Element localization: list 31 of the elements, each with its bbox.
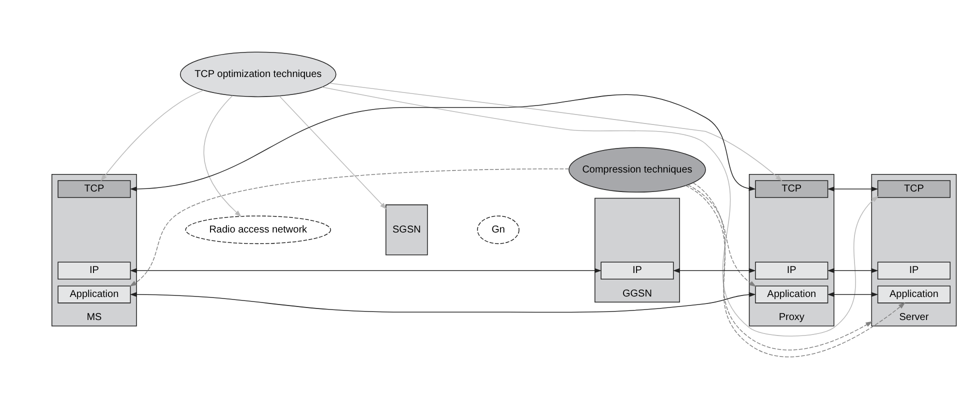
arrow bbox=[827, 268, 878, 274]
node-ellipse: Gn bbox=[477, 216, 520, 244]
node-ellipse: Compression techniques bbox=[568, 147, 706, 192]
arrow bbox=[827, 186, 878, 192]
node-box: IP bbox=[755, 262, 828, 280]
arrow bbox=[322, 86, 879, 337]
arrow bbox=[673, 268, 756, 274]
node-box: IP bbox=[600, 262, 674, 280]
node-box: TCP bbox=[755, 180, 828, 198]
arrow bbox=[130, 292, 756, 313]
arrow bbox=[130, 268, 602, 274]
node-ellipse: Radio access network bbox=[185, 216, 332, 244]
arrow bbox=[130, 168, 570, 287]
node-box: TCP bbox=[58, 180, 131, 198]
arrow bbox=[692, 182, 873, 350]
arrow bbox=[278, 96, 387, 210]
node-box: Application bbox=[58, 286, 131, 304]
node-box: Application bbox=[877, 286, 950, 304]
arrow bbox=[329, 82, 782, 182]
arrow bbox=[203, 95, 242, 217]
node-box: Application bbox=[755, 286, 828, 304]
node-ellipse: TCP optimization techniques bbox=[180, 52, 336, 98]
node-box: SGSN bbox=[386, 204, 428, 256]
node-box: IP bbox=[877, 262, 950, 280]
arrow bbox=[827, 292, 878, 297]
node-box: IP bbox=[58, 262, 131, 280]
arrow bbox=[688, 184, 756, 287]
arrow bbox=[130, 94, 756, 192]
node-box: TCP bbox=[877, 180, 950, 198]
arrow bbox=[685, 185, 906, 358]
arrow bbox=[100, 90, 204, 182]
